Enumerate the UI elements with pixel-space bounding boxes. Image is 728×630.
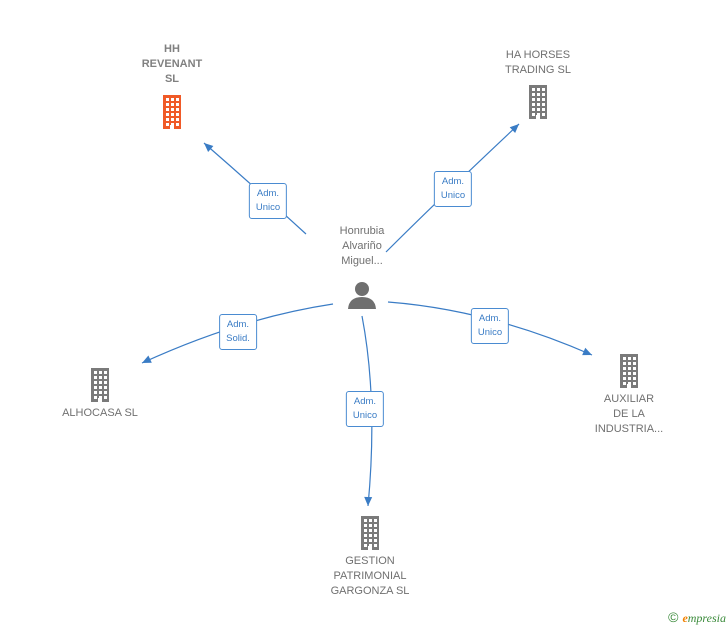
node-name-line: Miguel... xyxy=(341,255,383,267)
role-text: Unico xyxy=(352,410,378,421)
gestion-label[interactable]: GESTION PATRIMONIAL GARGONZA SL xyxy=(331,554,410,599)
brand-initial: e xyxy=(682,611,688,625)
role-text: Solid. xyxy=(226,333,250,344)
arrowhead-auxiliar xyxy=(582,347,592,356)
node-name-line: Alvariño xyxy=(342,240,382,252)
node-name-line: TRADING SL xyxy=(504,64,572,76)
role-text: Adm. xyxy=(478,313,502,324)
node-name-line: REVENANT xyxy=(141,58,203,70)
node-name-line: INDUSTRIA... xyxy=(594,423,664,435)
node-name-line: AUXILIAR xyxy=(603,393,655,405)
role-text: Unico xyxy=(440,190,466,201)
arrowhead-ha-horses xyxy=(509,124,519,134)
building-icon[interactable] xyxy=(157,95,187,129)
node-name-line: HH xyxy=(164,43,180,55)
footer-brand[interactable]: ©empresia xyxy=(668,609,726,626)
role-badge-ha-horses[interactable]: Adm. Unico xyxy=(433,171,473,207)
arrowhead-alhocasa xyxy=(142,355,152,363)
building-icon[interactable] xyxy=(614,354,644,388)
ha-horses-label[interactable]: HA HORSES TRADING SL xyxy=(505,48,571,78)
node-name-line: DE LA xyxy=(613,408,645,420)
role-badge-gestion[interactable]: Adm. Unico xyxy=(345,391,385,427)
role-badge-alhocasa[interactable]: Adm. Solid. xyxy=(219,314,257,350)
building-icon[interactable] xyxy=(85,368,115,402)
hh-revenant-label[interactable]: HH REVENANT SL xyxy=(142,42,203,87)
brand-name: mpresia xyxy=(687,611,726,625)
auxiliar-label[interactable]: AUXILIAR DE LA INDUSTRIA... xyxy=(595,392,663,437)
node-name-line: ALHOCASA SL xyxy=(62,407,138,419)
arrowhead-hh-revenant xyxy=(204,143,214,152)
person-icon[interactable] xyxy=(347,280,377,310)
node-name-line: GARGONZA SL xyxy=(330,585,410,597)
role-text: Adm. xyxy=(226,319,250,330)
role-badge-auxiliar[interactable]: Adm. Unico xyxy=(470,308,510,344)
node-name-line: Honrubia xyxy=(339,225,385,237)
role-text: Adm. xyxy=(256,188,280,199)
role-text: Adm. xyxy=(441,176,465,187)
role-text: Adm. xyxy=(353,396,377,407)
role-text: Unico xyxy=(477,327,503,338)
node-name-line: HA HORSES xyxy=(505,49,571,61)
node-name-line: SL xyxy=(164,73,180,85)
role-text: Unico xyxy=(255,202,281,213)
role-badge-hh-revenant[interactable]: Adm. Unico xyxy=(248,183,288,219)
alhocasa-label[interactable]: ALHOCASA SL xyxy=(62,406,138,421)
building-icon[interactable] xyxy=(355,516,385,550)
node-name-line: GESTION xyxy=(345,555,395,567)
arrowhead-gestion xyxy=(364,496,373,506)
node-name-line: PATRIMONIAL xyxy=(333,570,407,582)
building-icon[interactable] xyxy=(523,85,553,119)
copyright-symbol: © xyxy=(668,609,679,625)
